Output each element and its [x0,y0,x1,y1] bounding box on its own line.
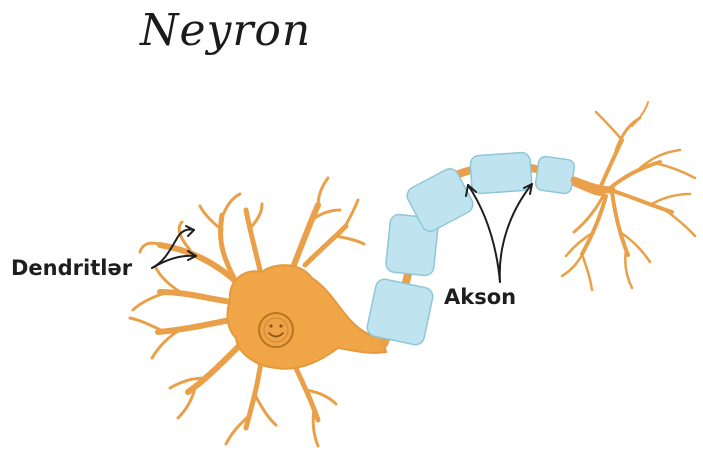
axon-pointer-arrows [466,184,532,282]
axon-terminals [562,102,695,290]
dendrites-label: Dendritlər [11,256,132,280]
nucleus [259,313,293,347]
cell-body [228,265,386,369]
myelin-segment [535,156,575,195]
myelin-segment [366,278,435,347]
myelin-sheaths [366,152,576,346]
axon-label: Akson [444,285,516,309]
myelin-segment [470,152,533,194]
